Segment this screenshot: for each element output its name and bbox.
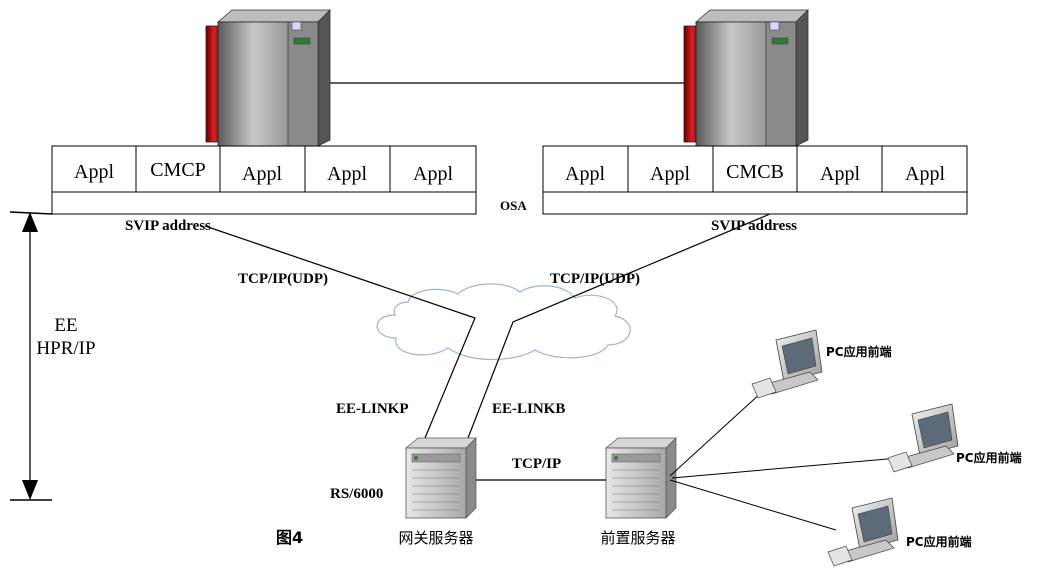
pc-3-icon: [827, 497, 899, 567]
ee-linkp-label: EE-LINKP: [336, 401, 409, 417]
mainframe-left-icon: [205, 9, 331, 147]
left-svip-label: SVIP address: [125, 218, 211, 234]
pc-2-label: PC应用前端: [956, 450, 1022, 465]
left-cell-4: Appl: [327, 163, 367, 185]
left-cell-3: Appl: [242, 163, 282, 185]
link-left: [204, 225, 476, 439]
pc-2-icon: [887, 403, 959, 473]
frontend-server-icon: [605, 437, 677, 519]
left-top-tick: [9, 211, 53, 215]
figure-caption: 图4: [276, 528, 303, 547]
mainframe-right-icon: [683, 9, 809, 147]
right-cell-2: Appl: [650, 163, 690, 185]
frontend-server-label: 前置服务器: [600, 529, 675, 547]
pc-1-label: PC应用前端: [826, 344, 892, 359]
left-app-table: Appl CMCP Appl Appl Appl: [51, 145, 477, 215]
right-svip-label: SVIP address: [711, 218, 797, 234]
link-right: [467, 213, 771, 439]
pc-link-1: [669, 391, 763, 477]
right-cell-5: Appl: [905, 163, 945, 185]
gateway-server-icon: [405, 437, 477, 519]
right-cell-1: Appl: [565, 163, 605, 185]
left-cell-1: Appl: [74, 161, 114, 183]
hpr-ip-label: HPR/IP: [36, 338, 95, 359]
vertical-range-arrow: [22, 212, 38, 500]
tcp-udp-left-label: TCP/IP(UDP): [238, 271, 328, 287]
left-cell-5: Appl: [413, 163, 453, 185]
network-cloud-icon: [376, 283, 631, 361]
pc-link-3: [669, 479, 837, 531]
gateway-server-label: 网关服务器: [398, 529, 473, 547]
left-cell-2: CMCP: [150, 159, 206, 181]
pc-link-2: [671, 457, 899, 479]
pc-3-label: PC应用前端: [906, 534, 972, 549]
tcp-udp-right-label: TCP/IP(UDP): [550, 271, 640, 287]
osa-label: OSA: [500, 198, 527, 213]
pc-1-icon: [751, 329, 823, 399]
right-cell-3: CMCB: [726, 161, 784, 183]
tcp-ip-label: TCP/IP: [512, 456, 561, 472]
ee-linkb-label: EE-LINKB: [492, 401, 565, 417]
right-cell-4: Appl: [820, 163, 860, 185]
ee-label: EE: [54, 315, 77, 336]
rs6000-label: RS/6000: [330, 486, 383, 502]
right-app-table: Appl Appl CMCB Appl Appl: [542, 145, 968, 215]
